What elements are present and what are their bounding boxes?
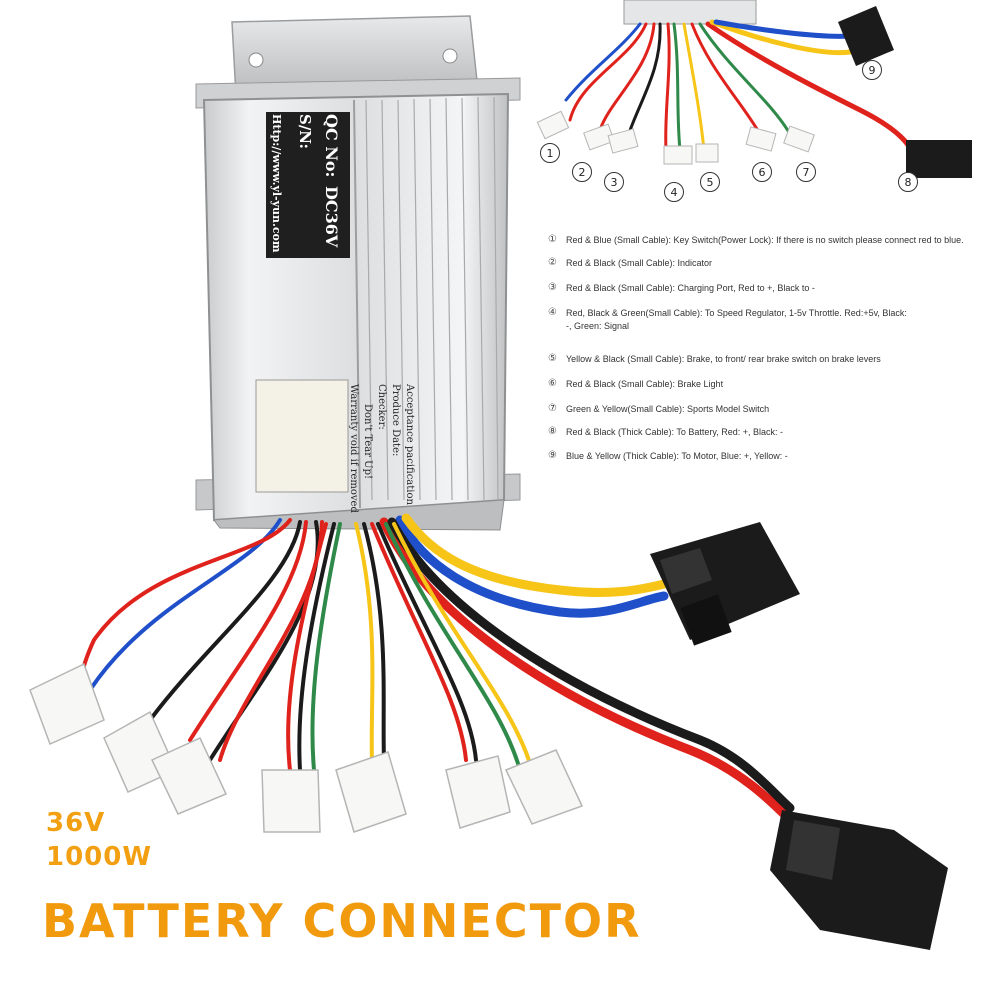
legend-item: ② Red & Black (Small Cable): Indicator <box>548 257 712 270</box>
legend-number: ② <box>548 257 557 268</box>
legend-text: Red & Black (Small Cable): Indicator <box>566 258 713 268</box>
callout-4: 4 <box>664 182 684 202</box>
legend-text: Red & Black (Small Cable): Charging Port… <box>566 283 815 293</box>
thin-wires <box>78 518 534 772</box>
acceptance-line: Produce Date: <box>390 384 401 457</box>
legend-text: Green & Yellow(Small Cable): Sports Mode… <box>566 404 770 414</box>
website-label: Http://www.yl-yun.com <box>270 114 283 253</box>
legend-number: ⑦ <box>548 403 557 414</box>
legend-item: ⑤ Yellow & Black (Small Cable): Brake, t… <box>548 353 881 366</box>
small-connectors <box>29 662 584 833</box>
legend-text: Red, Black & Green(Small Cable): To Spee… <box>566 308 907 331</box>
legend-text: Red & Blue (Small Cable): Key Switch(Pow… <box>566 235 964 245</box>
legend-item: ⑥ Red & Black (Small Cable): Brake Light <box>548 378 723 391</box>
callout-3: 3 <box>604 172 624 192</box>
callout-5: 5 <box>700 172 720 192</box>
legend-text: Red & Black (Small Cable): Brake Light <box>566 379 724 389</box>
acceptance-line: Acceptance pacification <box>404 384 415 505</box>
thick-cables <box>379 513 795 825</box>
acceptance-label: Acceptance pacification Produce Date: Ch… <box>346 384 416 513</box>
legend-number: ① <box>548 234 557 245</box>
legend-item: ⑨ Blue & Yellow (Thick Cable): To Motor,… <box>548 450 788 463</box>
legend-number: ⑨ <box>548 450 557 461</box>
legend-item: ④ Red, Black & Green(Small Cable): To Sp… <box>548 307 908 333</box>
battery-connector <box>770 810 948 950</box>
headline: BATTERY CONNECTOR <box>42 894 642 948</box>
legend-item: ⑧ Red & Black (Thick Cable): To Battery,… <box>548 426 783 439</box>
legend-number: ⑥ <box>548 378 557 389</box>
voltage-label: DC36V <box>322 186 341 248</box>
legend-number: ④ <box>548 307 557 318</box>
acceptance-line: Don't Tear Up! <box>362 404 373 480</box>
qc-label: QC No: <box>322 114 341 178</box>
acceptance-line: Warranty void if removed <box>348 384 359 513</box>
callout-6: 6 <box>752 162 772 182</box>
legend-number: ⑤ <box>548 353 557 364</box>
voltage-spec: 36V <box>46 808 106 838</box>
callout-2: 2 <box>572 162 592 182</box>
legend-text: Red & Black (Thick Cable): To Battery, R… <box>566 427 783 437</box>
callout-9: 9 <box>862 60 882 80</box>
callout-1: 1 <box>540 143 560 163</box>
legend-text: Yellow & Black (Small Cable): Brake, to … <box>566 354 881 364</box>
sn-label: S/N: <box>296 114 314 150</box>
legend-number: ⑧ <box>548 426 557 437</box>
acceptance-line: Checker: <box>376 384 387 430</box>
legend-item: ① Red & Blue (Small Cable): Key Switch(P… <box>548 234 964 247</box>
legend-number: ③ <box>548 282 557 293</box>
callout-7: 7 <box>796 162 816 182</box>
power-spec: 1000W <box>46 842 153 872</box>
controller-housing <box>195 15 521 531</box>
callout-8: 8 <box>898 172 918 192</box>
motor-connector <box>650 522 800 646</box>
legend-item: ③ Red & Black (Small Cable): Charging Po… <box>548 282 815 295</box>
legend-item: ⑦ Green & Yellow(Small Cable): Sports Mo… <box>548 403 769 416</box>
legend-text: Blue & Yellow (Thick Cable): To Motor, B… <box>566 451 788 461</box>
wiring-diagram-inset <box>536 0 972 178</box>
